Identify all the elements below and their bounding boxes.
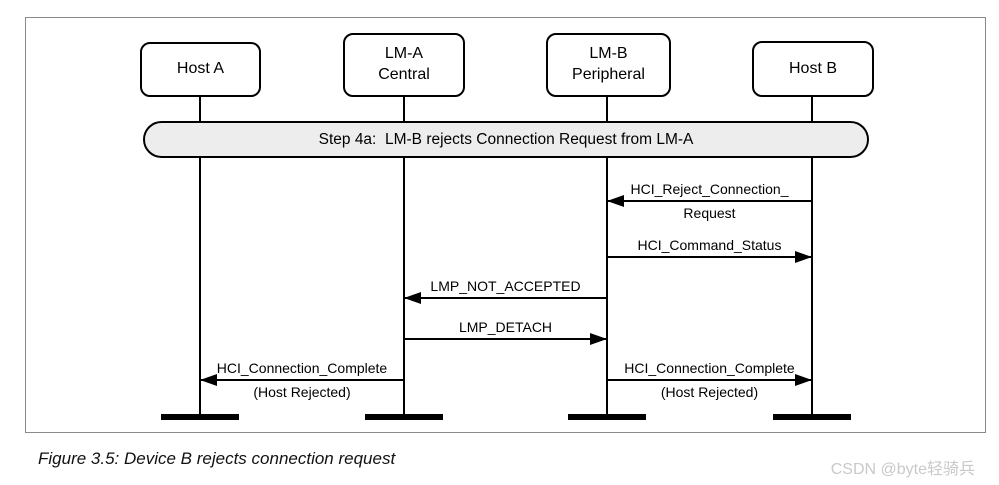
message-label: LMP_DETACH	[458, 319, 553, 335]
actor-label: Peripheral	[572, 66, 645, 83]
arrowhead-right-icon	[590, 333, 607, 345]
arrowhead-left-icon	[404, 292, 421, 304]
message-line	[200, 379, 404, 381]
message-label: HCI_Reject_Connection_	[630, 181, 789, 197]
actor-box-lm-a-central: LM-A Central	[343, 33, 465, 97]
lifeline-host-b	[811, 97, 813, 417]
endbar-lm-a	[365, 414, 443, 420]
message-line	[607, 200, 812, 202]
message-label: HCI_Connection_Complete	[216, 360, 388, 376]
message-label-line2: (Host Rejected)	[660, 384, 759, 400]
message-line	[404, 297, 607, 299]
actor-label: Central	[378, 66, 430, 83]
message-label-line2: (Host Rejected)	[253, 384, 351, 400]
endbar-host-a	[161, 414, 239, 420]
message-line	[607, 379, 812, 381]
actor-label: Host B	[788, 59, 837, 77]
step-banner: Step 4a: LM-B rejects Connection Request…	[143, 121, 869, 158]
watermark: CSDN @byte轻骑兵	[830, 461, 975, 478]
arrowhead-right-icon	[795, 251, 812, 263]
actor-label: LM-B	[589, 45, 628, 63]
lifeline-lm-a	[403, 97, 405, 417]
arrowhead-left-icon	[200, 374, 217, 386]
endbar-lm-b	[568, 414, 646, 420]
actor-box-host-a: Host A	[140, 42, 261, 97]
lifeline-host-a	[199, 97, 201, 417]
actor-label: LM-A	[384, 45, 424, 63]
message-label-line2: Request	[683, 205, 736, 221]
message-line	[607, 256, 812, 258]
message-label: HCI_Connection_Complete	[624, 360, 795, 376]
actor-box-host-b: Host B	[752, 41, 874, 97]
actor-label: Host A	[176, 60, 225, 78]
message-label: HCI_Command_Status	[637, 237, 782, 253]
endbar-host-b	[773, 414, 851, 420]
arrowhead-right-icon	[795, 374, 812, 386]
arrowhead-left-icon	[607, 195, 624, 207]
message-line	[404, 338, 607, 340]
figure-caption: Figure 3.5: Device B rejects connection …	[38, 449, 396, 468]
step-banner-text: Step 4a: LM-B rejects Connection Request…	[318, 130, 694, 148]
actor-box-lm-b-peripheral: LM-B Peripheral	[546, 33, 671, 97]
message-label: LMP_NOT_ACCEPTED	[430, 278, 581, 294]
